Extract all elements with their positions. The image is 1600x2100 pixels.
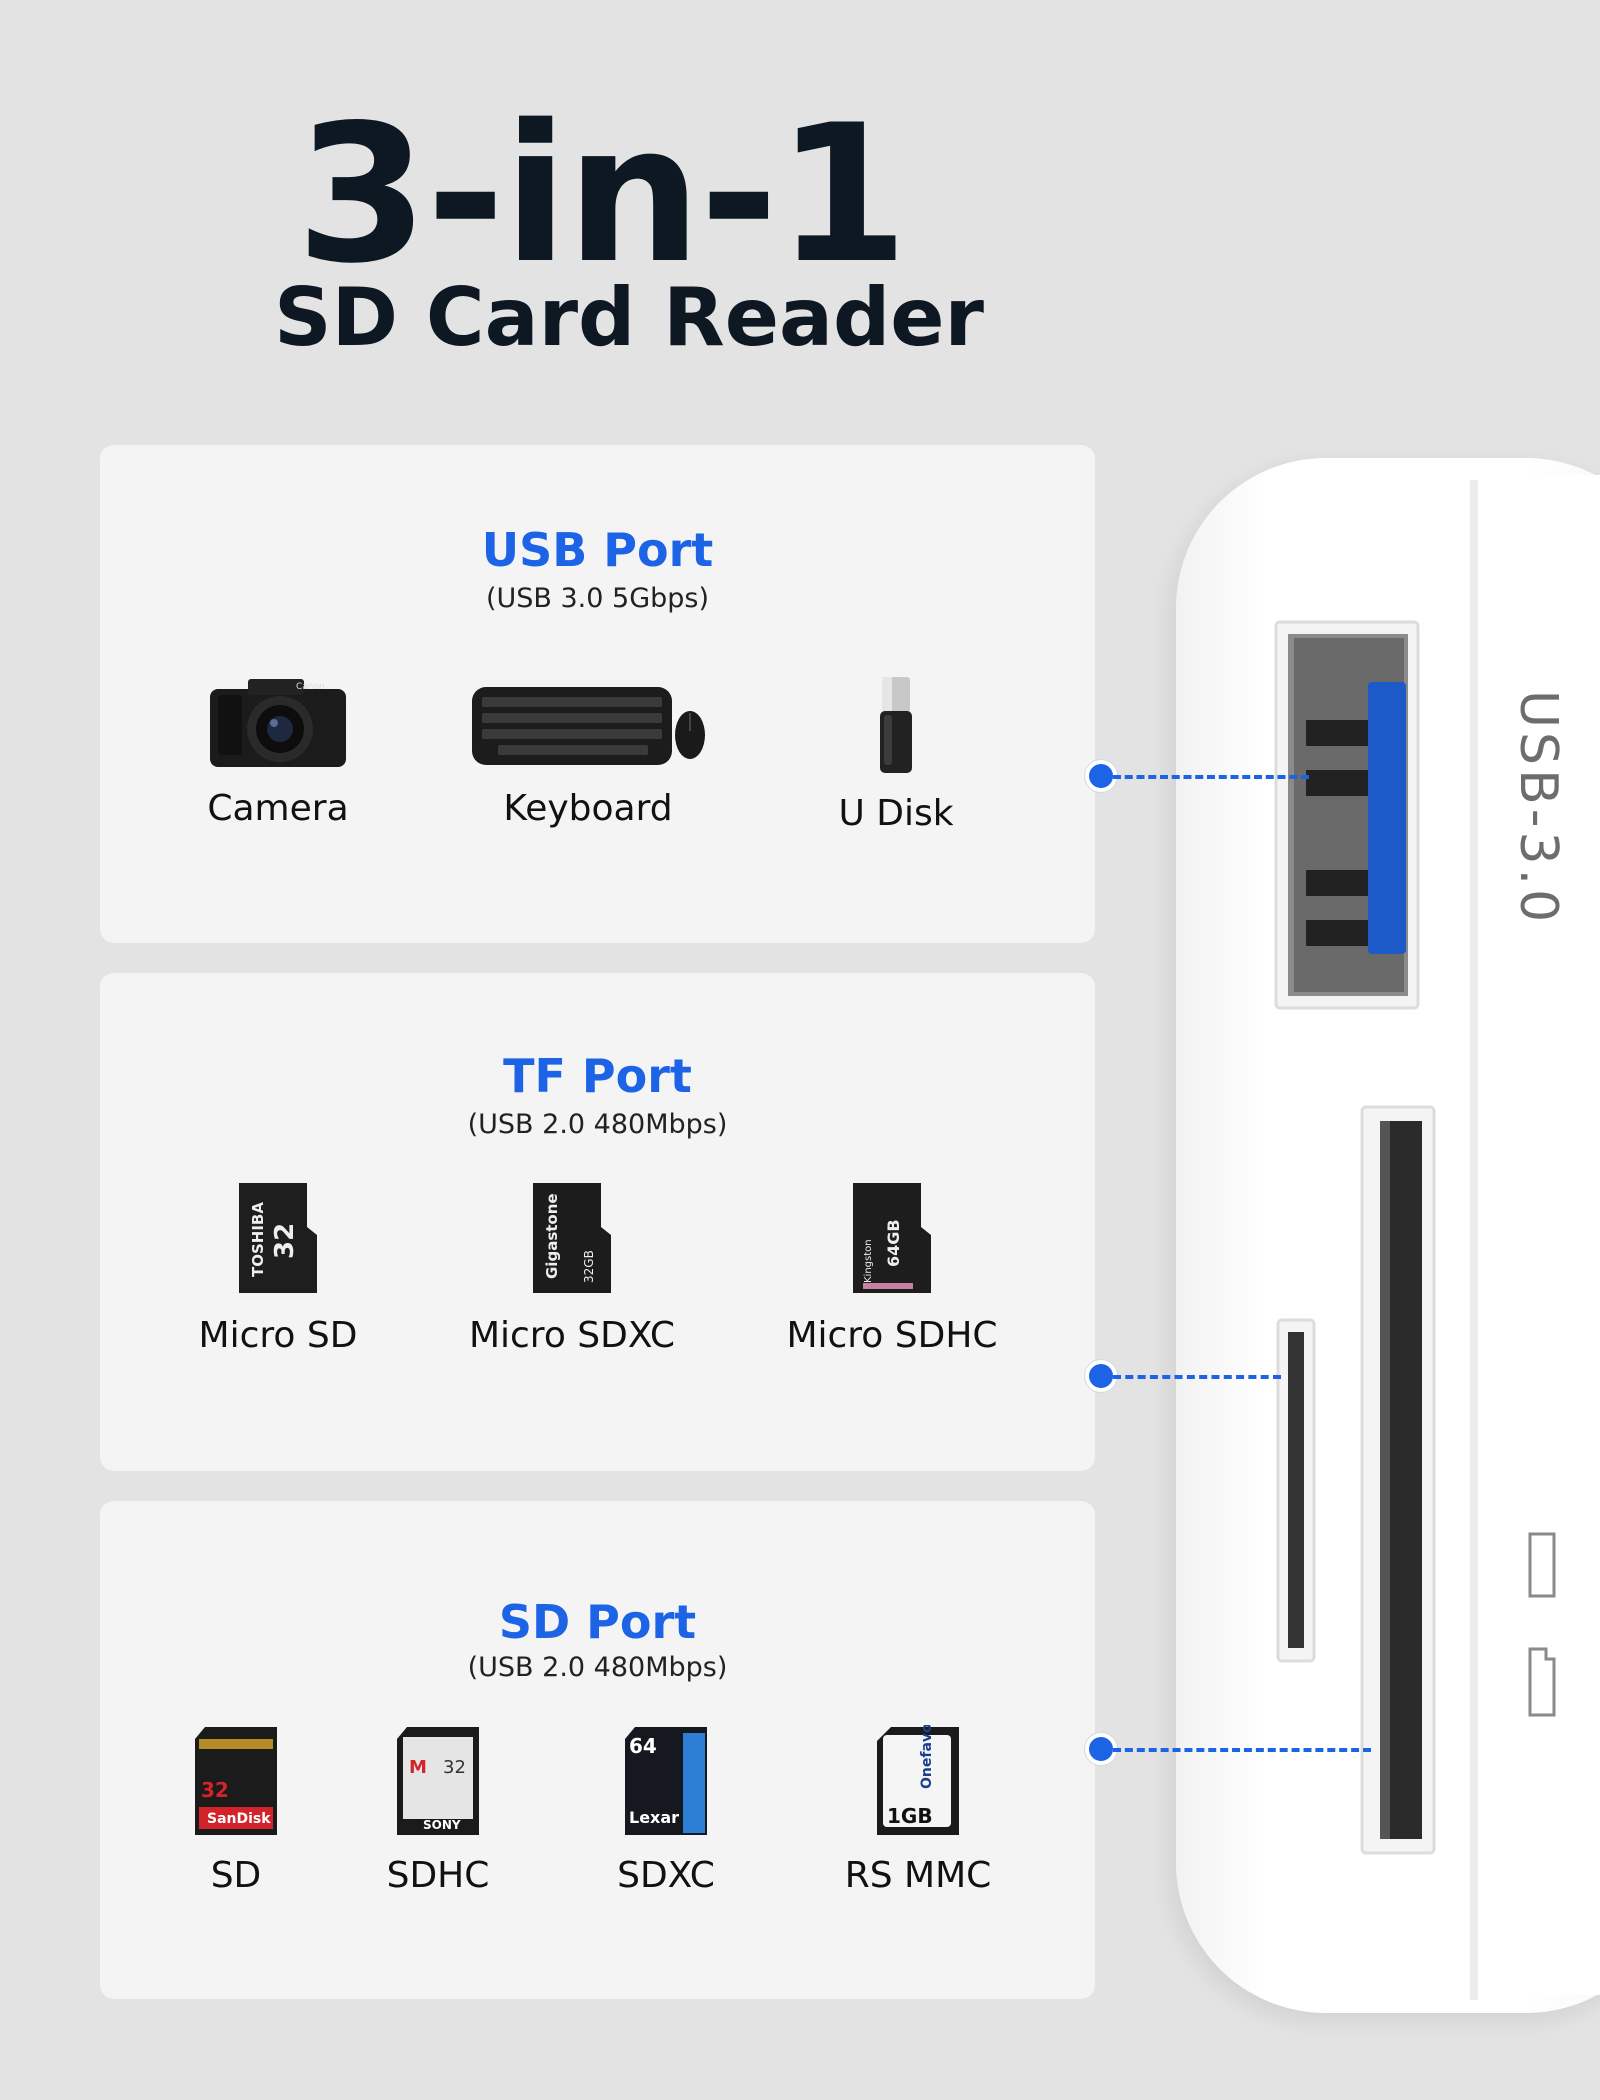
micro-sd-card-icon: Gigastone 32GB: [533, 1183, 611, 1293]
headline: 3-in-1: [296, 84, 909, 305]
usb-connector-line: [1113, 775, 1309, 779]
item-micro-sdhc: Kingston 64GB Micro SDHC: [772, 1179, 1012, 1356]
tf-connector-line: [1113, 1375, 1281, 1379]
sd-connector-line: [1113, 1748, 1371, 1752]
item-label: Micro SDHC: [786, 1315, 998, 1356]
item-camera: Canon Camera: [158, 675, 398, 829]
item-label: Keyboard: [503, 788, 673, 829]
usb-port-icon: [1274, 620, 1420, 1010]
panel-title: USB Port: [481, 523, 714, 577]
item-label: Micro SD: [198, 1315, 358, 1356]
panel-subtitle: (USB 2.0 480Mbps): [467, 1652, 728, 1683]
card-capacity: 1GB: [887, 1804, 933, 1828]
item-rs-mmc: Onefavor 1GB RS MMC: [798, 1725, 1038, 1896]
item-label: SDXC: [617, 1855, 715, 1896]
item-micro-sdxc: Gigastone 32GB Micro SDXC: [452, 1179, 692, 1356]
item-u-disk: U Disk: [776, 675, 1016, 834]
card-capacity: 32: [201, 1778, 229, 1802]
sd-slot-icon: [1360, 1105, 1436, 1855]
card-brand: Gigastone: [543, 1193, 561, 1279]
card-capacity: 64GB: [884, 1219, 903, 1267]
item-sdhc: SONY 32 M SDHC: [318, 1725, 558, 1896]
item-label: U Disk: [838, 793, 954, 834]
sd-card-icon: SanDisk 32: [195, 1727, 277, 1835]
item-sd: SanDisk 32 SD: [116, 1725, 356, 1896]
sd-port-panel: SD Port (USB 2.0 480Mbps) SanDisk 32 SD …: [100, 1501, 1095, 1999]
item-keyboard: Keyboard: [468, 675, 708, 829]
panel-title: TF Port: [503, 1049, 692, 1103]
item-label: Micro SDXC: [468, 1315, 676, 1356]
item-sdxc: 64 Lexar SDXC: [546, 1725, 786, 1896]
item-label: SD: [210, 1855, 262, 1896]
device-edge: [1470, 480, 1478, 2000]
card-capacity: 32GB: [582, 1250, 596, 1283]
svg-text:M: M: [409, 1757, 427, 1778]
micro-sd-card-icon: Kingston 64GB: [853, 1183, 931, 1293]
usb-port-panel: USB Port (USB 3.0 5Gbps) Canon Camera: [100, 445, 1095, 943]
micro-sd-card-icon: TOSHIBA 32: [239, 1183, 317, 1293]
item-label: RS MMC: [844, 1855, 992, 1896]
item-label: Camera: [207, 788, 349, 829]
item-label: SDHC: [386, 1855, 490, 1896]
card-brand: SanDisk: [207, 1811, 271, 1827]
micro-sd-glyph-icon: [1528, 1647, 1556, 1717]
card-brand: SONY: [423, 1818, 461, 1832]
tf-port-panel: TF Port (USB 2.0 480Mbps) TOSHIBA 32 Mic…: [100, 973, 1095, 1471]
panel-subtitle: (USB 3.0 5Gbps): [485, 583, 710, 614]
sd-card-glyph-icon: [1528, 1532, 1556, 1598]
panel-subtitle: (USB 2.0 480Mbps): [467, 1109, 728, 1140]
mmc-card-icon: Onefavor 1GB: [877, 1725, 959, 1835]
usb-drive-icon: [880, 677, 912, 773]
keyboard-icon: [472, 687, 705, 765]
card-capacity: 32: [270, 1223, 300, 1259]
card-brand: Kingston: [863, 1239, 874, 1283]
item-micro-sd: TOSHIBA 32 Micro SD: [158, 1179, 398, 1356]
card-capacity: 64: [629, 1734, 657, 1758]
sd-card-icon: SONY 32 M: [397, 1727, 479, 1835]
sd-card-icon: 64 Lexar: [625, 1727, 707, 1835]
svg-text:Canon: Canon: [296, 682, 325, 692]
subtitle: SD Card Reader: [274, 271, 984, 364]
panel-title: SD Port: [498, 1595, 697, 1649]
device-port-label: USB-3.0: [1508, 690, 1568, 927]
card-brand: Lexar: [629, 1808, 679, 1827]
card-brand: TOSHIBA: [249, 1202, 267, 1277]
camera-icon: Canon: [210, 679, 346, 767]
card-capacity: 32: [443, 1757, 466, 1778]
card-brand: Onefavor: [919, 1725, 935, 1789]
tf-slot-icon: [1276, 1318, 1316, 1663]
